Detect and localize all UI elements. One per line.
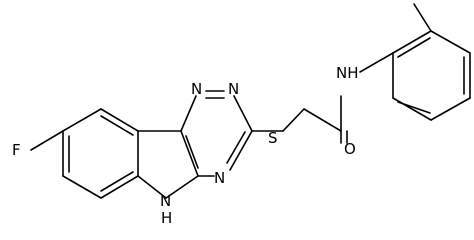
indole-nitrogen-label: N xyxy=(160,192,171,210)
bond xyxy=(226,131,246,164)
bond xyxy=(137,175,167,199)
bond xyxy=(359,52,394,73)
bond xyxy=(229,130,253,171)
bond xyxy=(397,101,431,114)
bond xyxy=(233,95,253,132)
bond xyxy=(62,108,102,132)
bond-lines xyxy=(30,3,471,199)
bond xyxy=(62,175,102,199)
amide-nh-label: NH xyxy=(336,64,359,82)
bond xyxy=(100,175,139,199)
bond xyxy=(392,97,432,121)
bond xyxy=(100,108,139,132)
nitrogen-label-3: N xyxy=(214,169,225,187)
bond xyxy=(397,37,431,58)
structure-diagram: F N N N S O NH N H xyxy=(12,3,471,227)
bond xyxy=(185,135,199,169)
fluorine-label: F xyxy=(12,141,21,159)
bond xyxy=(430,97,471,121)
nitrogen-label-1: N xyxy=(191,80,202,98)
bond xyxy=(100,115,134,136)
bond xyxy=(282,108,305,132)
bond xyxy=(180,95,197,132)
bond xyxy=(303,108,342,132)
indole-hydrogen-label: H xyxy=(161,209,172,227)
bond xyxy=(100,171,134,192)
bond xyxy=(413,3,432,32)
nitrogen-label-2: N xyxy=(228,80,239,98)
bond xyxy=(430,30,471,54)
bond xyxy=(392,30,432,54)
bond xyxy=(165,175,199,199)
oxygen-label: O xyxy=(344,140,356,158)
bond xyxy=(180,130,199,177)
atom-labels: F N N N S O NH N H xyxy=(12,64,359,227)
sulfur-label: S xyxy=(268,129,278,147)
bond xyxy=(30,130,64,151)
